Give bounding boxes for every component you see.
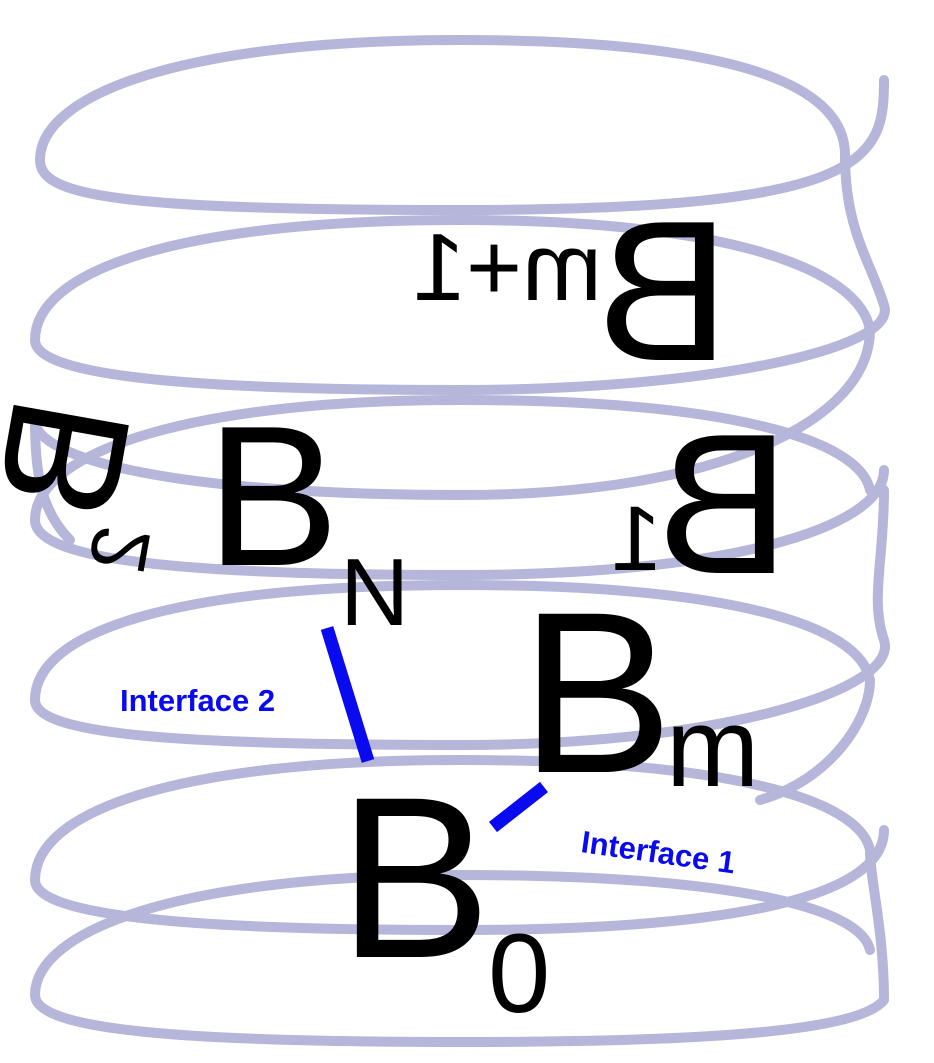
subunit-b1-letter: B xyxy=(657,393,790,616)
helix-coil-4 xyxy=(29,485,890,751)
subunit-b2: B 2 xyxy=(0,385,168,579)
subunit-b0-subscript: 0 xyxy=(488,911,550,1036)
subunit-bm-plus-1: B m+1 xyxy=(413,180,730,403)
subunit-bm: B m xyxy=(520,564,759,821)
helix-coil-1 xyxy=(34,34,889,216)
subunit-b2-letter: B xyxy=(0,385,168,530)
helix-coil-2 xyxy=(29,150,890,396)
helix-coil-3 xyxy=(29,325,889,581)
subunit-b0-letter: B xyxy=(338,749,491,1006)
subunit-b1-subscript: 1 xyxy=(611,488,662,590)
subunit-b1: B 1 xyxy=(611,393,790,616)
interface-2-bar xyxy=(320,626,375,763)
subunit-bm-subscript: m xyxy=(666,685,759,810)
subunit-b0: B 0 xyxy=(338,749,550,1036)
subunit-bn-letter: B xyxy=(206,385,339,608)
helix xyxy=(29,34,890,1048)
subunit-bn: B N xyxy=(206,385,409,646)
interface-1-bar xyxy=(488,781,549,833)
helix-coil-5 xyxy=(29,675,889,936)
subunit-bm-plus-1-letter: B xyxy=(597,180,730,403)
subunit-b2-subscript: 2 xyxy=(72,519,167,578)
interface-1-label: Interface 1 xyxy=(579,824,737,880)
interface-2-label: Interface 2 xyxy=(120,683,275,718)
subunit-bm-letter: B xyxy=(520,564,673,821)
helix-coil-6 xyxy=(29,845,889,1048)
subunit-bm-plus-1-subscript: m+1 xyxy=(413,214,602,321)
subunit-bn-subscript: N xyxy=(340,539,409,646)
